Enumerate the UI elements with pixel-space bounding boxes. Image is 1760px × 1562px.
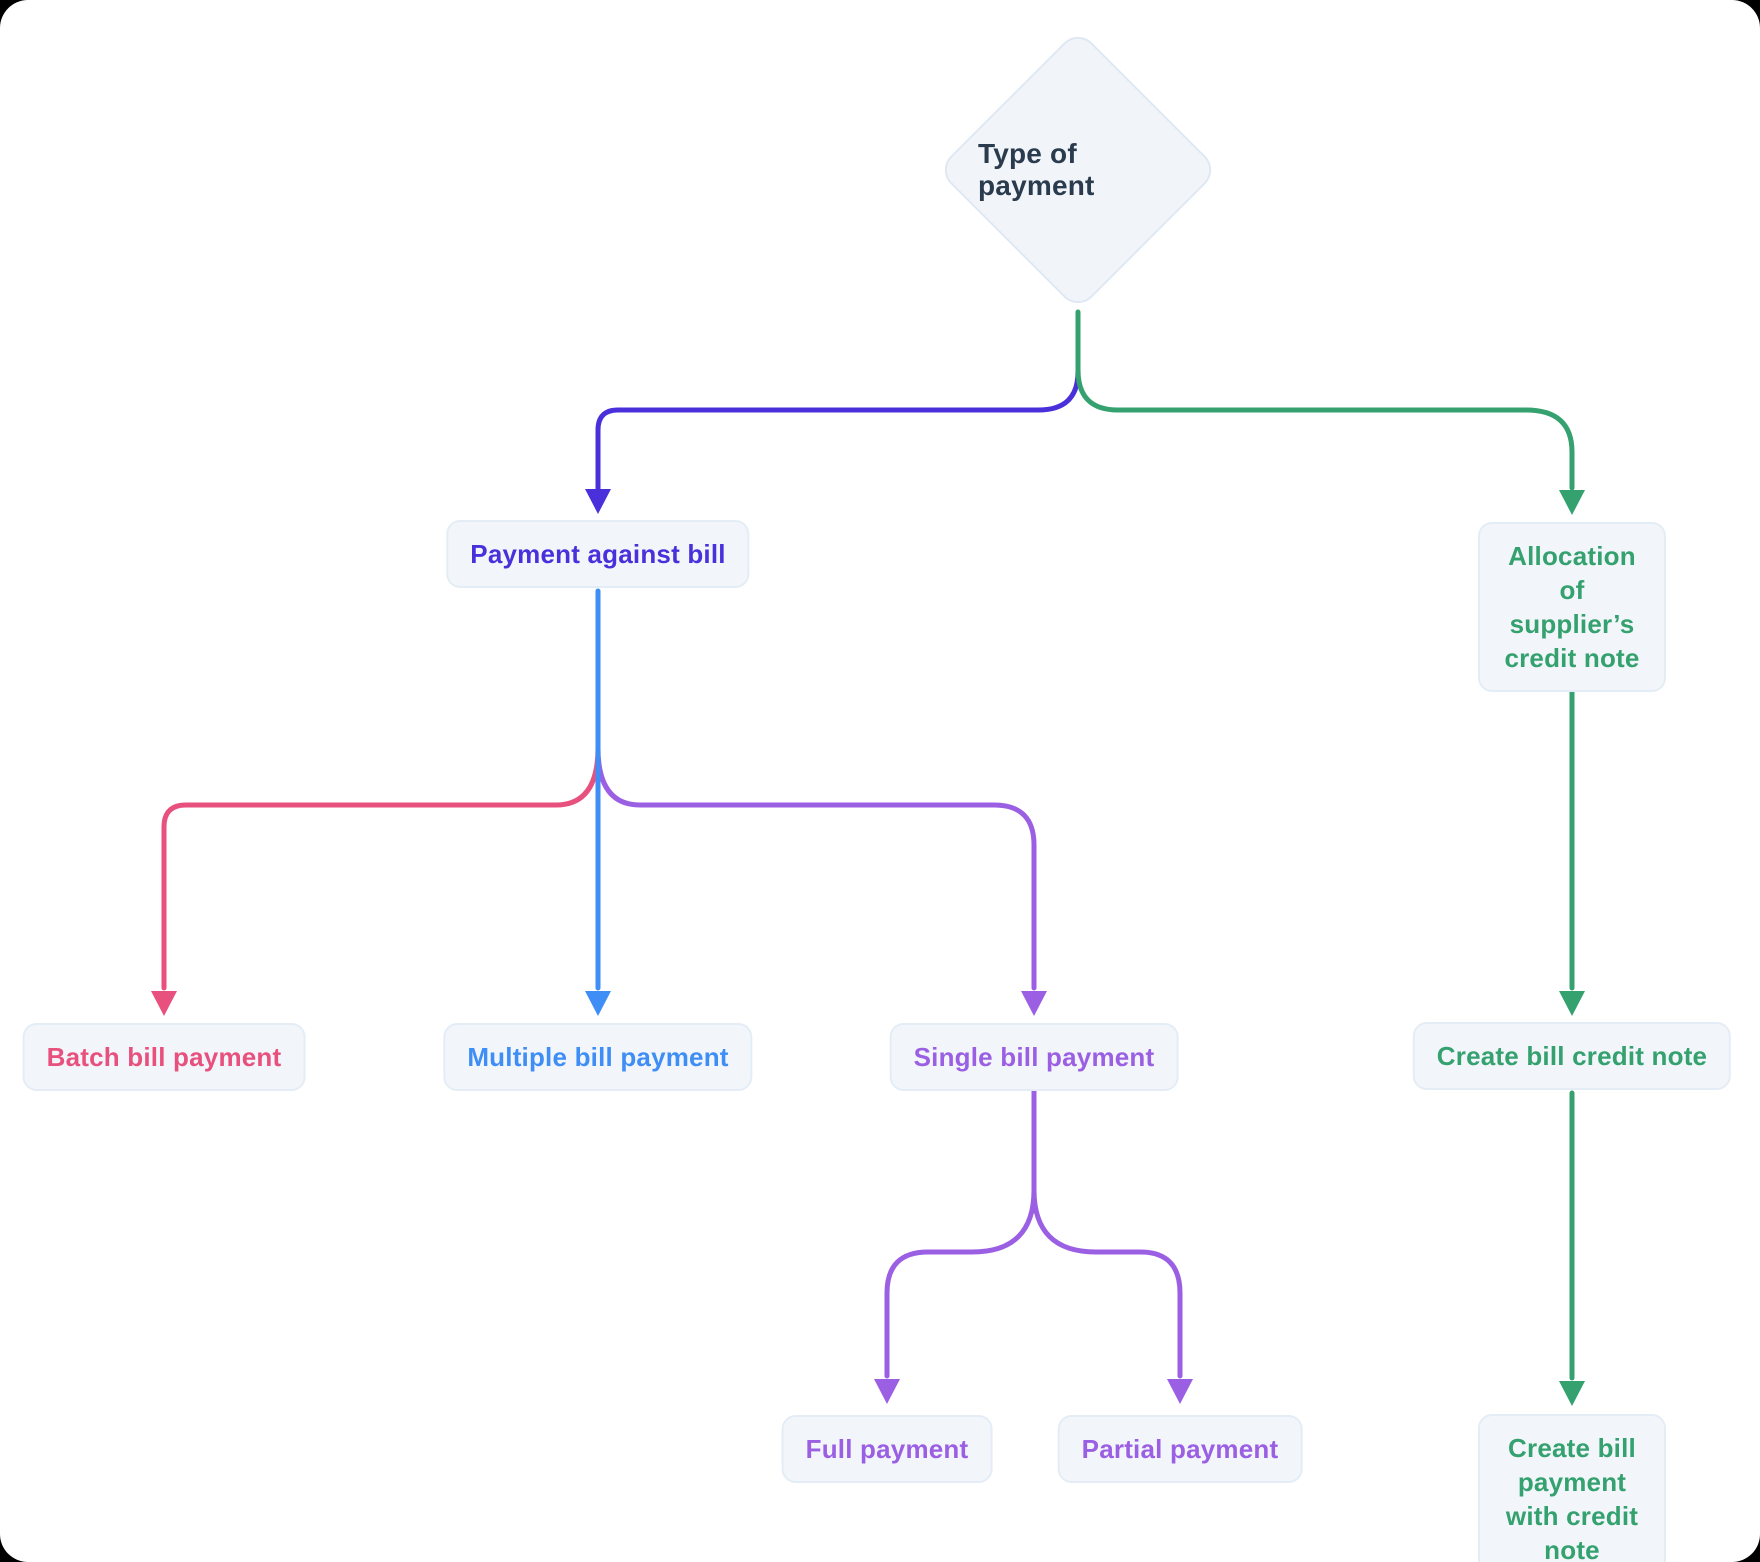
arrowhead-multiple <box>585 991 611 1016</box>
arrowhead-allocation <box>1559 490 1585 515</box>
arrowhead-single <box>1021 991 1047 1016</box>
edge-root-to-payment-against-bill <box>595 321 1081 495</box>
arrowhead-create-bill-payment <box>1559 1381 1585 1406</box>
node-payment-against-bill: Payment against bill <box>446 520 750 588</box>
edge-payment-to-batch <box>161 745 601 991</box>
arrowhead-payment-against-bill <box>585 489 611 514</box>
edge-single-to-partial <box>1031 1187 1183 1379</box>
node-type-of-payment-label: Type of payment <box>978 138 1095 201</box>
node-single-bill-payment: Single bill payment <box>889 1023 1179 1091</box>
arrowhead-partial <box>1167 1379 1193 1404</box>
node-full-payment: Full payment <box>781 1415 993 1483</box>
arrowhead-create-credit-note <box>1559 991 1585 1016</box>
arrowhead-full <box>874 1379 900 1404</box>
edge-root-to-allocation <box>1075 309 1575 491</box>
node-create-bill-credit-note: Create bill credit note <box>1412 1022 1732 1090</box>
edge-single-to-full <box>884 1187 1037 1379</box>
node-create-bill-payment-with-credit-note: Create bill payment with credit note <box>1478 1414 1666 1562</box>
node-partial-payment: Partial payment <box>1057 1415 1303 1483</box>
node-type-of-payment: Type of payment <box>936 28 1220 312</box>
edge-payment-to-single <box>595 745 1037 991</box>
node-multiple-bill-payment: Multiple bill payment <box>443 1023 753 1091</box>
node-allocation-of-suppliers-credit-note: Allocation of supplier’s credit note <box>1478 522 1666 692</box>
arrowhead-batch <box>151 991 177 1016</box>
node-batch-bill-payment: Batch bill payment <box>22 1023 306 1091</box>
